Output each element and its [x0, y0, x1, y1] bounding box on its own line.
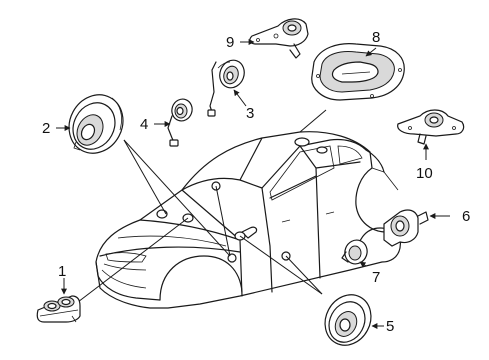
callout-4-label: 4 [140, 116, 148, 133]
part-8-oval-subwoofer [311, 43, 405, 101]
callout-9-label: 9 [226, 34, 234, 51]
part-7-speaker [341, 239, 368, 265]
part-2-woofer [68, 94, 124, 154]
callout-7-label: 7 [372, 269, 380, 286]
part-1-speaker-base [36, 295, 81, 323]
callout-5-label: 5 [386, 318, 394, 335]
callout-2-label: 2 [42, 120, 50, 137]
leader-lines [77, 109, 327, 303]
location-marker [316, 146, 328, 154]
callout-10-label: 10 [416, 165, 433, 182]
part-10-tweeter-bracket [397, 109, 465, 145]
callout-3-label: 3 [246, 105, 254, 122]
part-9-tweeter-bracket [249, 18, 309, 59]
callout-1-label: 1 [58, 263, 66, 280]
part-5-woofer [324, 294, 372, 346]
callout-3-arrow [233, 89, 247, 107]
part-3-tweeter [207, 59, 245, 117]
vehicle-body [95, 131, 403, 309]
callout-7-arrow [359, 261, 367, 268]
part-6-speaker-bracket [383, 209, 429, 247]
callout-8-arrow [365, 47, 377, 57]
callout-6-label: 6 [462, 208, 470, 225]
callout-labels: 1 2 3 4 5 6 7 8 9 10 [42, 29, 470, 335]
part-4-tweeter [167, 98, 193, 147]
speaker-location-markers [156, 137, 328, 263]
callout-arrows [56, 39, 450, 329]
callout-8-label: 8 [372, 29, 380, 46]
location-marker [294, 137, 310, 147]
